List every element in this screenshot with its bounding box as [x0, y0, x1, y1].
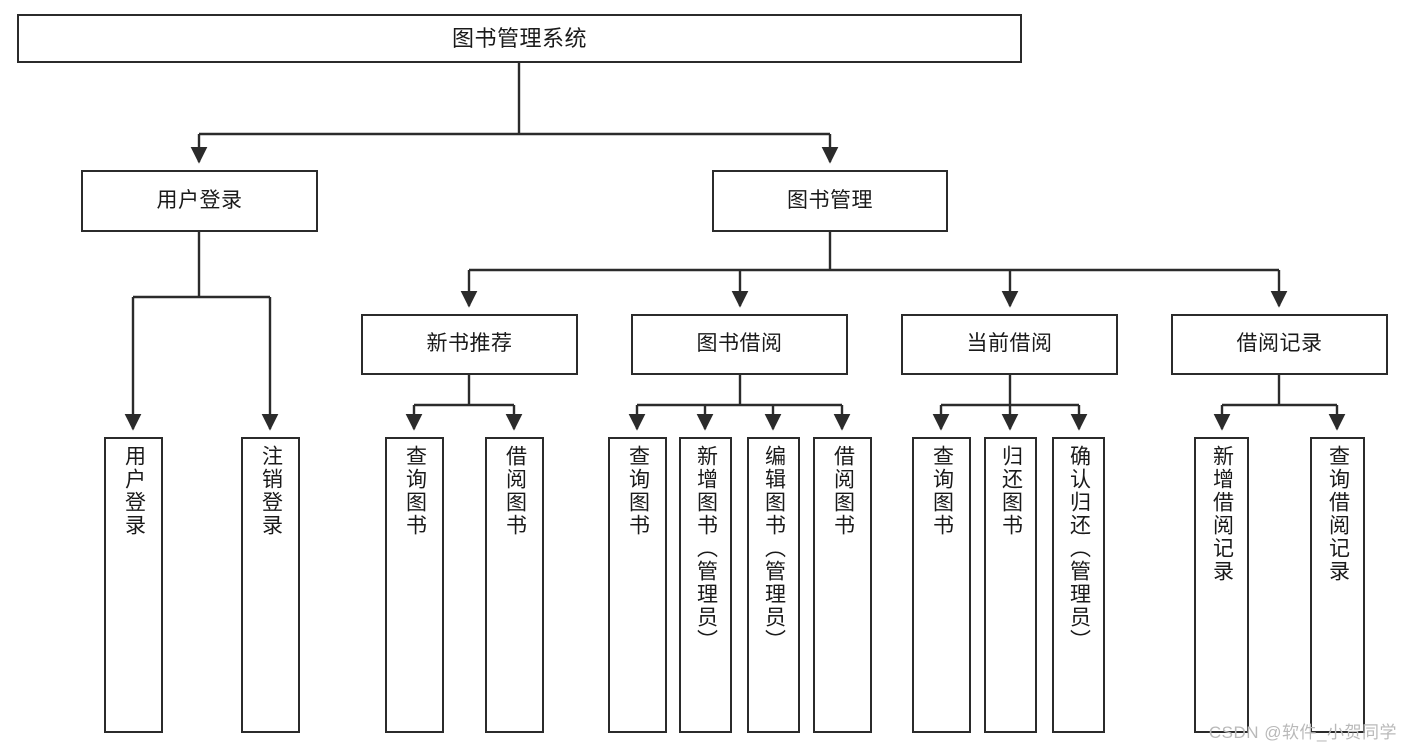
node-label: 注销登录	[259, 445, 283, 537]
node-label: 新书推荐	[426, 332, 513, 356]
node-borrowing-records[interactable]: 借阅记录	[1171, 314, 1388, 375]
watermark-credit: CSDN @软件_小贺同学	[1208, 723, 1397, 742]
node-label: 归还图书	[999, 445, 1023, 537]
node-new-book-recommendation[interactable]: 新书推荐	[361, 314, 578, 375]
leaf-add-borrow-record[interactable]: 新增借阅记录	[1194, 437, 1249, 733]
node-label: 查询图书	[626, 445, 650, 537]
leaf-user-login[interactable]: 用户登录	[104, 437, 163, 733]
leaf-borrow-books-borrowing[interactable]: 借阅图书	[813, 437, 872, 733]
node-label: 查询图书	[930, 445, 954, 537]
node-root-book-management-system[interactable]: 图书管理系统	[17, 14, 1022, 63]
node-label: 借阅图书	[503, 445, 527, 537]
leaf-borrow-books-recommendation[interactable]: 借阅图书	[485, 437, 544, 733]
node-label: 新增图书（管理员）	[694, 445, 718, 652]
node-label: 图书管理	[787, 188, 873, 212]
node-label: 确认归还（管理员）	[1067, 445, 1091, 652]
node-label: 图书借阅	[696, 332, 783, 356]
leaf-confirm-return-admin[interactable]: 确认归还（管理员）	[1052, 437, 1105, 733]
node-label: 借阅图书	[831, 445, 855, 537]
leaf-add-book-admin[interactable]: 新增图书（管理员）	[679, 437, 732, 733]
node-label: 借阅记录	[1236, 332, 1323, 356]
leaf-logout[interactable]: 注销登录	[241, 437, 300, 733]
leaf-edit-book-admin[interactable]: 编辑图书（管理员）	[747, 437, 800, 733]
node-label: 用户登录	[156, 188, 243, 212]
leaf-query-books-current[interactable]: 查询图书	[912, 437, 971, 733]
node-current-borrowing[interactable]: 当前借阅	[901, 314, 1118, 375]
node-label: 当前借阅	[966, 332, 1053, 356]
node-label: 新增借阅记录	[1210, 445, 1234, 583]
node-label: 查询借阅记录	[1326, 445, 1350, 583]
node-user-login[interactable]: 用户登录	[81, 170, 318, 232]
node-label: 用户登录	[122, 445, 146, 537]
node-book-borrowing[interactable]: 图书借阅	[631, 314, 848, 375]
node-label: 查询图书	[403, 445, 427, 537]
leaf-query-books-recommendation[interactable]: 查询图书	[385, 437, 444, 733]
node-book-management[interactable]: 图书管理	[712, 170, 948, 232]
leaf-query-borrow-record[interactable]: 查询借阅记录	[1310, 437, 1365, 733]
node-label: 编辑图书（管理员）	[762, 445, 786, 652]
leaf-return-books[interactable]: 归还图书	[984, 437, 1037, 733]
node-label: 图书管理系统	[451, 25, 587, 51]
leaf-query-books-borrowing[interactable]: 查询图书	[608, 437, 667, 733]
